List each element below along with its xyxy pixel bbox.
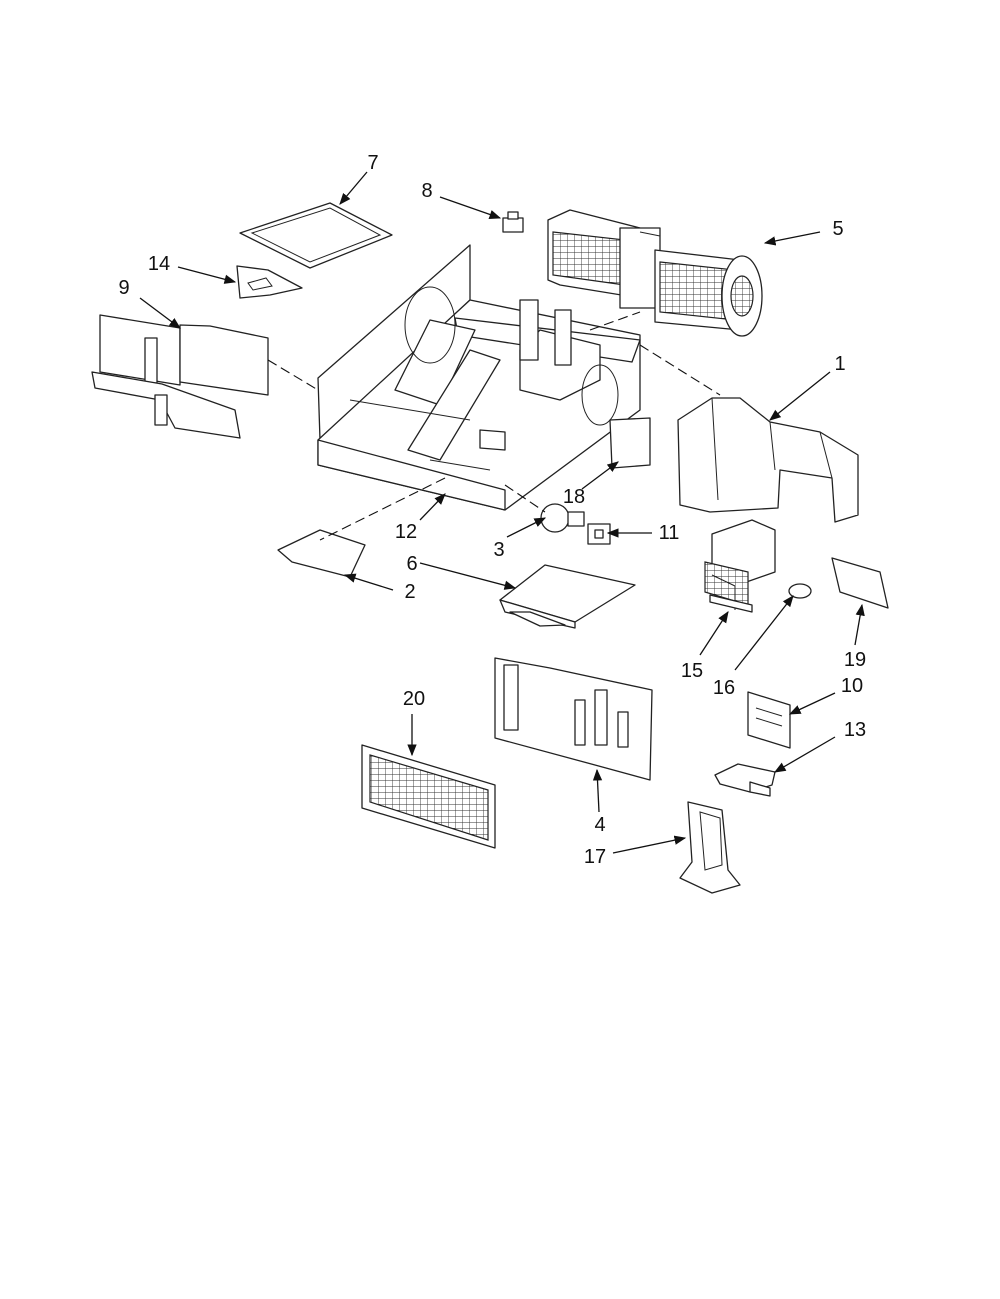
callout-16: 16 xyxy=(712,677,736,699)
callout-15: 15 xyxy=(680,660,704,682)
callout-5: 5 xyxy=(832,218,844,240)
callout-12: 12 xyxy=(394,521,418,543)
callout-9: 9 xyxy=(118,277,130,299)
callout-14: 14 xyxy=(147,253,171,275)
part-10-label xyxy=(747,691,791,749)
callout-19: 19 xyxy=(843,649,867,671)
callout-11: 11 xyxy=(658,522,680,544)
part-9-bracket xyxy=(91,314,269,439)
part-17-adapter xyxy=(679,801,741,894)
callout-10: 10 xyxy=(840,675,864,697)
part-2-plate xyxy=(277,529,366,578)
part-8-switch xyxy=(502,211,524,233)
part-6-tray xyxy=(499,564,636,629)
part-3-lamp xyxy=(540,503,585,533)
part-1-duct xyxy=(677,397,859,523)
leader-arrows xyxy=(139,171,865,854)
callout-6: 6 xyxy=(406,553,418,575)
part-13-bracket xyxy=(714,763,776,797)
part-20-grille xyxy=(361,744,496,849)
callout-13: 13 xyxy=(843,719,867,741)
assembly-lines xyxy=(267,311,721,541)
part-12-chassis xyxy=(317,244,641,511)
callout-18: 18 xyxy=(562,486,586,508)
callout-2: 2 xyxy=(404,581,416,603)
part-7-panel xyxy=(239,202,393,269)
part-4-shield xyxy=(494,657,653,781)
part-18-plate xyxy=(609,417,651,469)
part-11-socket xyxy=(587,523,611,545)
part-16-fuse xyxy=(788,583,812,599)
callout-17: 17 xyxy=(583,846,607,868)
callout-4: 4 xyxy=(594,814,606,836)
callout-1: 1 xyxy=(834,353,846,375)
callout-7: 7 xyxy=(367,152,379,174)
part-5-blower xyxy=(547,209,763,337)
part-19-plate xyxy=(831,557,889,609)
callout-20: 20 xyxy=(402,688,426,710)
callout-3: 3 xyxy=(493,539,505,561)
part-15-transformer xyxy=(704,519,776,613)
part-14-plate xyxy=(236,265,303,299)
callout-8: 8 xyxy=(421,180,433,202)
